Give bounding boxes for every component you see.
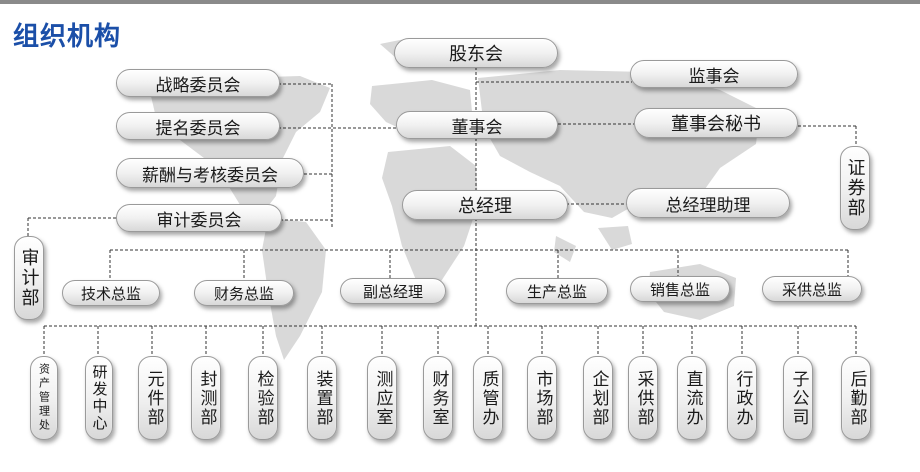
node-general-manager: 总经理 bbox=[402, 190, 568, 220]
dept-asset-management: 资产管理处 bbox=[30, 356, 58, 440]
director-finance: 财务总监 bbox=[194, 280, 294, 306]
top-border-line bbox=[0, 0, 920, 4]
node-supervisors: 监事会 bbox=[630, 60, 798, 88]
dept-dc-office: 直流办 bbox=[677, 356, 707, 440]
node-audit-dept: 审计部 bbox=[14, 236, 44, 320]
dept-inspection: 检验部 bbox=[248, 356, 278, 440]
dept-application-room: 测应室 bbox=[367, 356, 397, 440]
director-production: 生产总监 bbox=[506, 278, 608, 304]
director-tech: 技术总监 bbox=[62, 280, 160, 306]
node-gm-assistant: 总经理助理 bbox=[626, 188, 790, 218]
page-title: 组织机构 bbox=[13, 22, 122, 52]
node-securities-dept: 证券部 bbox=[840, 146, 870, 230]
dept-admin-office: 行政办 bbox=[727, 356, 757, 440]
node-board-secretary: 董事会秘书 bbox=[634, 108, 798, 138]
dashed-connectors bbox=[27, 62, 857, 356]
dept-subsidiary: 子公司 bbox=[783, 356, 813, 440]
dept-rd-center: 研发中心 bbox=[85, 356, 113, 440]
dept-equipment: 装置部 bbox=[307, 356, 337, 440]
node-nomination-committee: 提名委员会 bbox=[116, 112, 280, 140]
dept-planning: 企划部 bbox=[583, 356, 613, 440]
director-deputy-gm: 副总经理 bbox=[340, 278, 446, 304]
node-shareholders: 股东会 bbox=[394, 38, 558, 68]
node-board: 董事会 bbox=[396, 111, 558, 139]
dept-logistics: 后勤部 bbox=[841, 356, 871, 440]
dept-component: 元件部 bbox=[138, 356, 168, 440]
dept-finance-room: 财务室 bbox=[423, 356, 453, 440]
dept-quality-office: 质管办 bbox=[473, 356, 503, 440]
node-audit-committee: 审计委员会 bbox=[116, 204, 282, 232]
director-procurement: 采供总监 bbox=[762, 276, 862, 302]
dept-marketing: 市场部 bbox=[527, 356, 557, 440]
node-strategy-committee: 战略委员会 bbox=[116, 69, 280, 97]
dept-packaging-test: 封测部 bbox=[191, 356, 221, 440]
node-compensation-committee: 薪酬与考核委员会 bbox=[116, 158, 304, 188]
dept-procurement: 采供部 bbox=[628, 356, 658, 440]
director-sales: 销售总监 bbox=[630, 276, 730, 302]
